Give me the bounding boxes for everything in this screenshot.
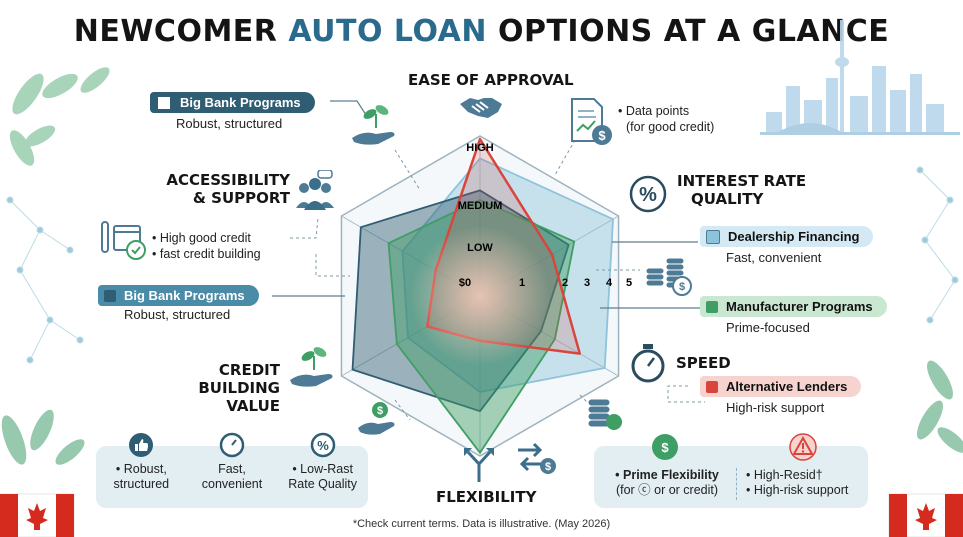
axis-label-flexibility: FLEXIBILITY [436, 488, 537, 506]
legend-dealership: Dealership Financing [700, 226, 874, 247]
connector [394, 149, 421, 191]
tick-label: 3 [584, 277, 590, 289]
thumbs-up-icon [129, 433, 154, 457]
svg-text:%: % [639, 184, 657, 206]
axis-label-credit-building: CREDIT BUILDING VALUE [198, 361, 280, 415]
connector [554, 139, 576, 176]
people-group-icon [296, 170, 334, 210]
tick-label: 2 [562, 277, 568, 289]
axis-label-interest: INTEREST RATE QUALITY [677, 172, 807, 208]
hand-coin-icon: $ [358, 402, 395, 435]
canada-flag-icon [888, 493, 963, 537]
stopwatch-icon [219, 432, 245, 458]
canada-flag-icon [0, 493, 75, 537]
city-skyline-icon [760, 20, 960, 135]
page-title: NEWCOMER AUTO LOAN OPTIONS AT A GLANCE [73, 14, 890, 49]
document-dollar-icon: $ [571, 98, 612, 145]
calendar-check-icon [101, 221, 146, 260]
summary-prime-flexibility: • Prime Flexibility (for ⓒ or or credit) [615, 468, 719, 497]
legend-dealership-sub: Fast, convenient [726, 250, 822, 265]
legend-manufacturer-sub: Prime-focused [726, 320, 810, 335]
summary-high-risk: • High-Resid† • High-risk support [746, 468, 849, 497]
split-arrows-icon [464, 448, 494, 482]
refresh-dollar-icon: $ [652, 434, 678, 460]
leaf-icon [9, 67, 110, 166]
radar-scale-labels: HIGH MEDIUM LOW $0 1 2 3 4 5 [458, 142, 632, 289]
percent-icon: % [310, 432, 335, 458]
legend-swatch [706, 229, 720, 244]
note-data-points: • Data points (for good credit) [618, 104, 715, 134]
exchange-dollar-icon: $ [518, 442, 556, 474]
legend-big-bank-top-sub: Robust, structured [176, 116, 283, 131]
svg-text:$: $ [377, 405, 383, 417]
summary-item: % • Low-Rast Rate Quality [279, 432, 367, 508]
summary-panel-right: $ • Prime Flexibility (for ⓒ or or credi… [594, 433, 868, 508]
legend-swatch [104, 289, 116, 302]
tick-label: 5 [626, 277, 632, 289]
leaf-icon [1, 360, 963, 465]
scale-label-medium: MEDIUM [458, 200, 503, 212]
radar-chart: HIGH MEDIUM LOW $0 1 2 3 4 5 [340, 135, 632, 457]
percent-icon: % [629, 175, 667, 213]
connector [394, 399, 411, 421]
connector [667, 385, 705, 403]
legend-big-bank-mid: Big Bank Programs [98, 285, 259, 306]
summary-item: Fast, convenient [188, 432, 276, 508]
summary-item: • Robust, structured [97, 433, 185, 508]
panel-divider [736, 468, 738, 500]
legend-swatch [706, 300, 718, 313]
center-glow [410, 226, 550, 366]
svg-text:$: $ [598, 128, 606, 143]
svg-text:$: $ [661, 440, 669, 455]
coin-stack-icon [587, 398, 622, 430]
legend-manufacturer: Manufacturer Programs [700, 296, 887, 317]
summary-panel-left: • Robust, structured Fast, convenient % … [96, 432, 368, 508]
connector [290, 217, 319, 239]
svg-text:$: $ [545, 461, 551, 473]
legend-big-bank-top: Big Bank Programs [150, 92, 315, 113]
scale-label-high: HIGH [466, 142, 494, 154]
hand-plant-icon [290, 347, 333, 387]
connector [330, 100, 369, 119]
coin-stack-icon: $ [645, 257, 692, 296]
stopwatch-icon [631, 344, 665, 383]
scale-label-low: LOW [467, 242, 493, 254]
hand-plant-icon [352, 105, 395, 145]
tick-label: 1 [519, 277, 525, 289]
axis-label-accessibility: ACCESSIBILITY & SUPPORT [166, 171, 290, 207]
legend-alternative: Alternative Lenders [700, 376, 862, 397]
warning-icon [789, 433, 817, 461]
legend-big-bank-mid-sub: Robust, structured [124, 307, 231, 322]
axis-label-ease: EASE OF APPROVAL [408, 71, 574, 89]
tick-label: 4 [606, 277, 613, 289]
svg-text:$: $ [679, 281, 685, 293]
axis-label-speed: SPEED [676, 354, 731, 372]
connector [315, 254, 350, 277]
legend-alternative-sub: High-risk support [726, 400, 825, 415]
legend-swatch [706, 380, 718, 393]
network-icon [6, 166, 959, 364]
note-credit: • High good credit • fast credit buildin… [152, 231, 261, 261]
handshake-icon [460, 98, 502, 118]
svg-text:%: % [317, 438, 329, 453]
legend-swatch [156, 94, 172, 111]
footnote: *Check current terms. Data is illustrati… [352, 518, 611, 530]
tick-label: $0 [459, 277, 471, 289]
